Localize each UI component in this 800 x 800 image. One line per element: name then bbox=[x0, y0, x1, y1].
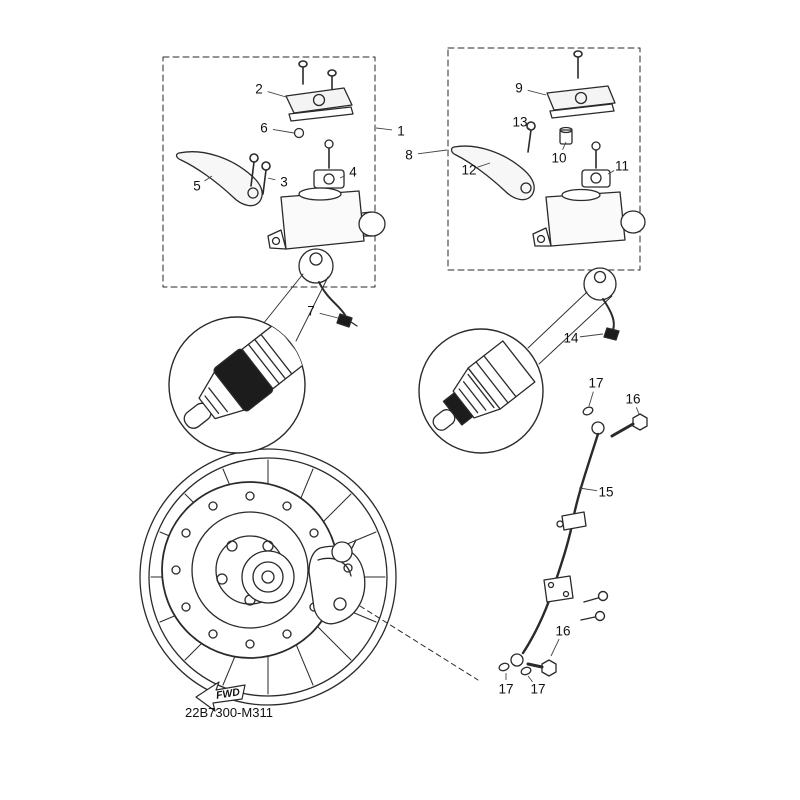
bolt-13 bbox=[526, 121, 536, 153]
fwd-label: FWD bbox=[215, 686, 241, 702]
detail-circle-left bbox=[168, 316, 306, 454]
caliper-hose-reference-line bbox=[359, 605, 479, 681]
callout-17: 17 bbox=[498, 682, 513, 697]
holder-clamp bbox=[313, 139, 345, 189]
switch-connector-left bbox=[336, 313, 353, 328]
banjo-bolt-bottom bbox=[526, 659, 557, 677]
callout-6: 6 bbox=[260, 121, 268, 136]
callout-leader-17 bbox=[527, 675, 533, 683]
callout-9: 9 bbox=[515, 81, 523, 96]
assembly-box-1 bbox=[162, 56, 376, 288]
callout-leader-5 bbox=[204, 175, 213, 182]
holder-clamp-right bbox=[581, 141, 611, 188]
reservoir-cap-right bbox=[546, 85, 616, 119]
brake-caliper bbox=[308, 539, 366, 625]
callout-leader-16 bbox=[635, 407, 640, 415]
cap-screws bbox=[298, 60, 337, 93]
assembly-box-8 bbox=[447, 47, 641, 271]
callout-leader-13 bbox=[527, 126, 532, 131]
callout-leader-12 bbox=[477, 162, 491, 168]
callout-leader-16 bbox=[550, 638, 560, 657]
fwd-arrow bbox=[195, 681, 246, 712]
callout-leader-2 bbox=[267, 91, 287, 98]
hose-bracket bbox=[543, 575, 574, 603]
banjo-eye-top bbox=[591, 421, 605, 435]
callout-4: 4 bbox=[349, 165, 357, 180]
copper-washer-bottom-1 bbox=[498, 662, 510, 672]
switch-wire-right bbox=[602, 298, 615, 331]
callout-14: 14 bbox=[563, 331, 579, 346]
callout-leader-7 bbox=[319, 312, 339, 319]
callout-leader-11 bbox=[607, 170, 615, 175]
master-cylinder-body-right bbox=[532, 188, 646, 247]
callout-1: 1 bbox=[397, 124, 405, 139]
callout-leader-14 bbox=[579, 333, 604, 338]
seal-cup bbox=[559, 126, 573, 145]
callout-leader-8 bbox=[417, 149, 448, 155]
callout-leader-3 bbox=[267, 177, 276, 181]
copper-washer-top bbox=[582, 406, 594, 416]
callout-leader-6 bbox=[272, 129, 295, 134]
diaphragm-grommet bbox=[293, 127, 305, 139]
callout-2: 2 bbox=[255, 82, 263, 97]
reservoir-cap bbox=[285, 87, 354, 122]
bracket-screws bbox=[580, 590, 609, 622]
callout-leader-10 bbox=[562, 141, 567, 150]
detail-circle-right bbox=[418, 328, 544, 454]
switch-connector-right bbox=[603, 327, 620, 341]
hose-clamp bbox=[561, 511, 587, 531]
diagram-code: 22B7300-M311 bbox=[185, 705, 273, 720]
front-wheel bbox=[139, 448, 479, 706]
banjo-bolt-right bbox=[593, 270, 607, 284]
brake-lever-left bbox=[175, 151, 263, 207]
callout-11: 11 bbox=[615, 159, 629, 174]
callout-15: 15 bbox=[598, 485, 613, 500]
callout-17: 17 bbox=[530, 682, 545, 697]
callout-8: 8 bbox=[405, 148, 413, 163]
lever-screws bbox=[249, 153, 271, 195]
caliper-banjo-highlight bbox=[331, 541, 353, 563]
callout-leader-15 bbox=[578, 487, 598, 492]
brake-hose-assembly bbox=[498, 406, 648, 677]
master-cylinder-body-left bbox=[267, 187, 386, 250]
brake-lever-right bbox=[450, 145, 535, 201]
callout-13: 13 bbox=[512, 115, 527, 130]
left-master-cylinder-assembly bbox=[162, 56, 386, 328]
right-master-cylinder-assembly bbox=[447, 47, 646, 341]
callout-leader-17 bbox=[588, 391, 594, 407]
switch-wire-left bbox=[318, 281, 346, 316]
callout-leader-9 bbox=[527, 89, 547, 96]
banjo-highlight-right bbox=[583, 267, 617, 301]
banjo-bolt-left bbox=[309, 252, 323, 266]
banjo-eye-bottom bbox=[510, 653, 524, 667]
callout-16: 16 bbox=[625, 392, 640, 407]
cap-screw-right bbox=[573, 50, 583, 79]
callout-5: 5 bbox=[193, 179, 201, 194]
callout-3: 3 bbox=[280, 175, 288, 190]
callout-leader-4 bbox=[339, 175, 346, 179]
banjo-bolt-top bbox=[610, 413, 648, 438]
hose-fitting-detail-left bbox=[183, 322, 305, 429]
callout-16: 16 bbox=[555, 624, 570, 639]
callout-17: 17 bbox=[588, 376, 603, 391]
copper-washer-bottom-2 bbox=[520, 666, 532, 676]
callout-leader-1 bbox=[375, 127, 393, 131]
callout-7: 7 bbox=[307, 304, 315, 319]
brake-hose bbox=[521, 432, 600, 655]
hose-fitting-detail-right bbox=[432, 340, 536, 431]
callout-10: 10 bbox=[551, 151, 566, 166]
callout-12: 12 bbox=[461, 163, 476, 178]
wheel-hub bbox=[241, 550, 295, 604]
banjo-highlight-left bbox=[298, 248, 334, 284]
